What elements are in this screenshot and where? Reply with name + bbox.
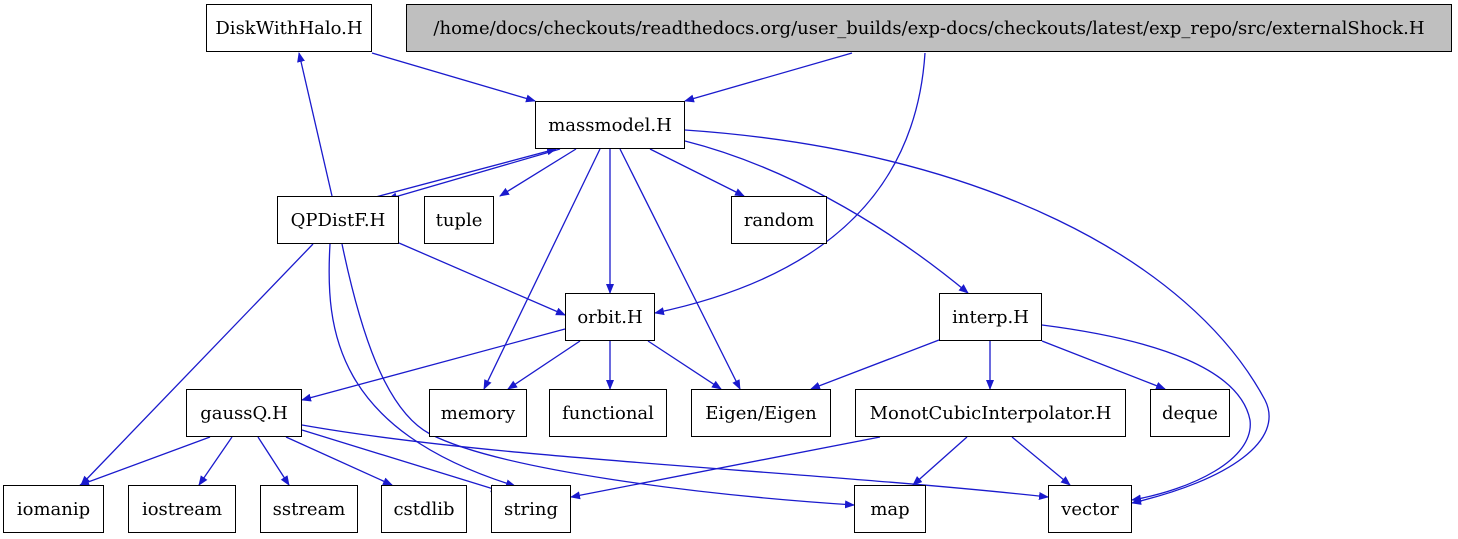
edge-interp-to-eigen [810,339,940,390]
node-gaussq[interactable]: gaussQ.H [186,389,302,437]
edge-massmodel-to-eigen [619,148,741,390]
node-iostream[interactable]: iostream [128,485,236,533]
edge-qpdistf-to-string [328,243,516,488]
node-monotcubic[interactable]: MonotCubicInterpolator.H [855,389,1126,437]
edge-massmodel-to-memory [483,148,601,390]
edge-qpdistf-to-map [341,243,855,509]
edge-orbit-to-gaussq [301,328,566,402]
edge-gaussq-to-string [301,429,501,493]
edge-diskwithhalo-to-massmodel [371,52,536,103]
node-memory[interactable]: memory [429,389,527,437]
edge-monotcubic-to-map [912,436,968,486]
node-random[interactable]: random [731,196,827,244]
node-cstdlib[interactable]: cstdlib [381,485,467,533]
edge-qpdistf-to-iomanip [80,243,314,486]
node-tuple[interactable]: tuple [424,196,494,244]
node-string[interactable]: string [491,485,571,533]
node-orbit[interactable]: orbit.H [565,293,655,341]
edge-qpdistf-to-orbit [398,242,566,316]
node-iomanip[interactable]: iomanip [3,485,104,533]
node-externalshock[interactable]: /home/docs/checkouts/readthedocs.org/use… [406,4,1452,52]
edge-externalshock-to-massmodel [684,52,853,103]
edge-gaussq-to-vector [301,424,1049,501]
edge-qpdistf-to-massmodel [371,147,557,199]
node-diskwithhalo[interactable]: DiskWithHalo.H [206,4,372,52]
edge-gaussq-to-iostream [198,436,233,486]
edge-orbit-to-memory [507,340,581,390]
edge-monotcubic-to-vector [1011,436,1071,486]
edge-monotcubic-to-string [570,436,881,500]
edge-qpdistf-to-diskwithhalo [297,52,333,197]
node-vector[interactable]: vector [1048,485,1132,533]
node-interp[interactable]: interp.H [939,293,1042,341]
edges [79,52,1270,509]
edge-massmodel-to-qpdistf [387,148,561,201]
edge-massmodel-to-random [649,148,745,197]
edge-massmodel-to-tuple [499,148,577,197]
edge-gaussq-to-cstdlib [285,436,393,486]
node-map[interactable]: map [854,485,926,533]
edge-massmodel-to-interp [684,140,969,294]
node-qpdistf[interactable]: QPDistF.H [277,196,399,244]
node-sstream[interactable]: sstream [260,485,358,533]
edge-orbit-to-eigen [647,340,722,390]
edge-interp-to-vector [1041,324,1251,503]
edge-gaussq-to-iomanip [79,436,211,486]
node-functional[interactable]: functional [549,389,667,437]
node-eigen[interactable]: Eigen/Eigen [691,389,831,437]
edge-interp-to-deque [1041,340,1166,390]
edge-externalshock-to-orbit [654,52,926,316]
node-deque[interactable]: deque [1150,389,1230,437]
node-massmodel[interactable]: massmodel.H [535,101,685,149]
edge-gaussq-to-sstream [257,436,290,486]
edge-massmodel-to-vector [684,129,1270,505]
